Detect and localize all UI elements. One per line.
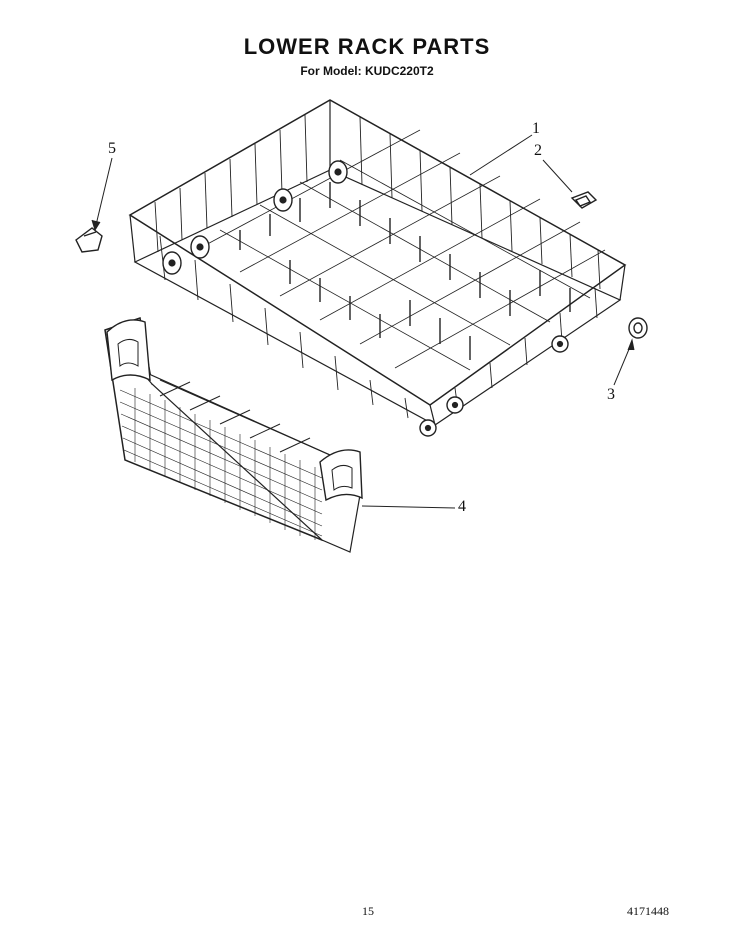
callout-leaders	[91, 134, 635, 509]
document-number: 4171448	[627, 904, 669, 918]
rack-stop-part	[75, 227, 103, 253]
rack-wheel-part	[628, 317, 648, 339]
silverware-basket-part	[104, 317, 363, 553]
page-title: LOWER RACK PARTS	[243, 34, 491, 59]
callout-1: 1	[532, 120, 540, 137]
rack-clip-part	[570, 191, 598, 209]
callout-3: 3	[607, 386, 615, 403]
callout-4: 4	[458, 498, 466, 515]
lower-rack-assembly	[128, 99, 627, 437]
callout-2: 2	[534, 142, 542, 159]
callout-5: 5	[108, 140, 116, 157]
page-number: 15	[362, 904, 374, 918]
model-subtitle: For Model: KUDC220T2	[300, 64, 434, 78]
